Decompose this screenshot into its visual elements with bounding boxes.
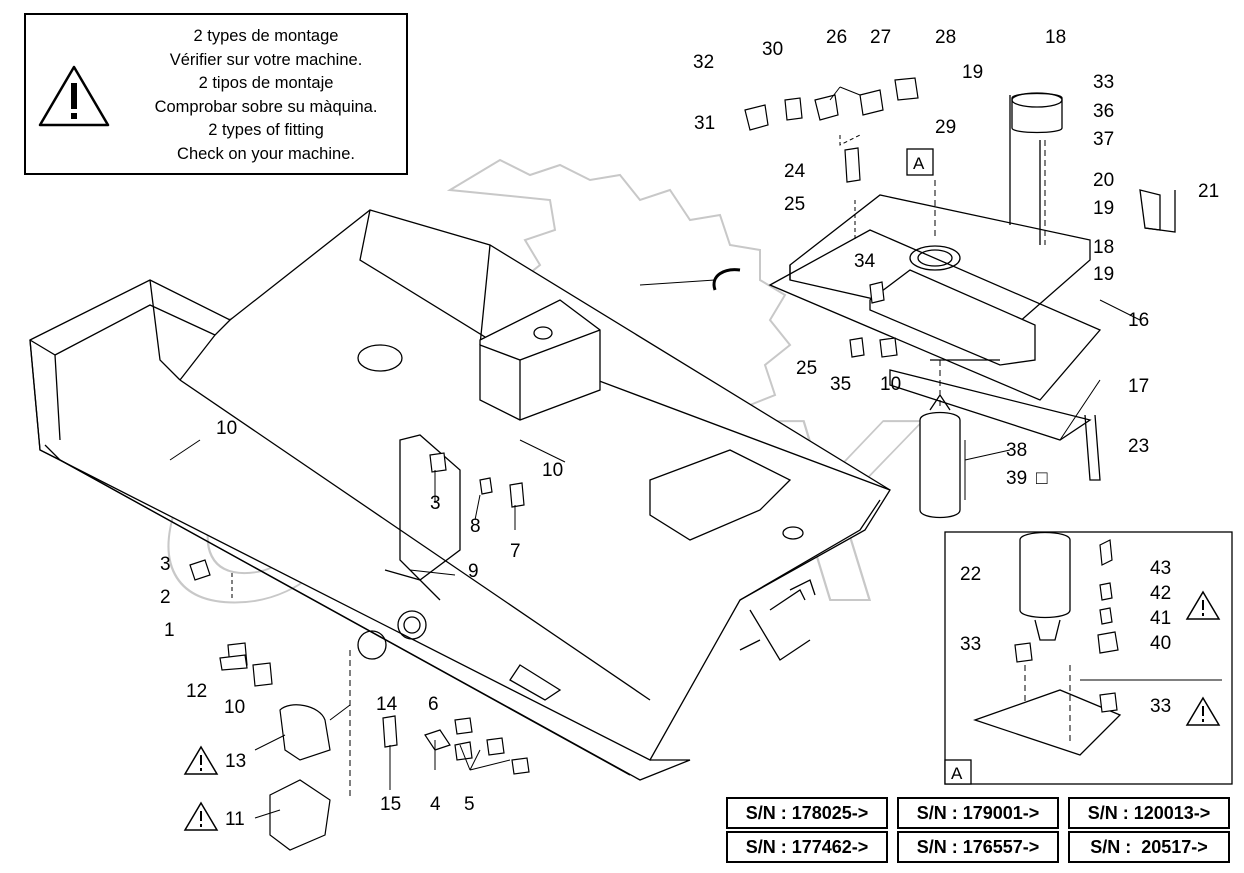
callout-10: 10	[216, 418, 237, 439]
serial-number-box: S/N : 20517->	[1068, 831, 1230, 863]
callout-40: 40	[1150, 633, 1171, 654]
callout-3: 3	[160, 554, 171, 575]
callout-10: 10	[224, 697, 245, 718]
serial-number-box: S/N : 177462->	[726, 831, 888, 863]
warning-triangle-icon	[183, 801, 219, 831]
callout-42: 42	[1150, 583, 1171, 604]
callout-1: 1	[164, 620, 175, 641]
fitting-notice-box: 2 types de montage Vérifier sur votre ma…	[24, 13, 408, 175]
callout-11: 11	[225, 809, 245, 830]
callout-33: 33	[1150, 696, 1171, 717]
callout-20: 20	[1093, 170, 1114, 191]
callout-23: 23	[1128, 436, 1149, 457]
callout-15: 15	[380, 794, 401, 815]
callout-5: 5	[464, 794, 475, 815]
warning-triangle-icon	[1185, 696, 1221, 726]
callout-19: 19	[1093, 198, 1114, 219]
callout-32: 32	[693, 52, 714, 73]
callout-24: 24	[784, 161, 806, 182]
warning-triangle-icon	[38, 65, 110, 127]
warning-triangle-icon	[1185, 590, 1221, 620]
callout-10: 10	[880, 374, 901, 395]
callout-19: 19	[962, 62, 983, 83]
notice-line: Comprobar sobre su màquina.	[154, 97, 378, 116]
callout-18: 18	[1093, 237, 1114, 258]
callout-2: 2	[160, 587, 171, 608]
callout-7: 7	[510, 541, 521, 562]
fittings	[189, 77, 1119, 851]
callout-19: 19	[1093, 264, 1114, 285]
hopper-body	[29, 209, 891, 781]
notice-line: Vérifier sur votre machine.	[169, 50, 363, 69]
detail-a-marker: A	[906, 148, 934, 176]
notice-line: 2 types of fitting	[208, 121, 324, 139]
callout-8: 8	[470, 516, 481, 537]
callout-33: 33	[1093, 72, 1114, 93]
notice-line: 2 types de montage	[193, 27, 339, 45]
callout-6: 6	[428, 694, 439, 715]
serial-number-box: S/N : 179001->	[897, 797, 1059, 829]
callout-21: 21	[1198, 181, 1219, 202]
callout-28: 28	[935, 27, 956, 48]
notice-line: 2 tipos de montaje	[198, 74, 334, 92]
callout-12: 12	[186, 681, 207, 702]
callout-31: 31	[694, 113, 715, 134]
callout-33: 33	[960, 634, 981, 655]
callout-3: 3	[430, 493, 441, 514]
callout-37: 37	[1093, 129, 1114, 150]
serial-number-box: S/N : 178025->	[726, 797, 888, 829]
inset-a-label: A	[951, 764, 963, 783]
leader-lines	[169, 86, 1141, 819]
callout-39: 39	[1006, 468, 1027, 489]
callout-13: 13	[225, 751, 246, 772]
callout-30: 30	[762, 39, 783, 60]
warning-triangle-icon	[183, 745, 219, 775]
callout-27: 27	[870, 27, 891, 48]
callout-16: 16	[1128, 310, 1149, 331]
notice-text: 2 types de montage Vérifier sur votre ma…	[126, 25, 406, 166]
callout-labels: 1 2 3 3 4 5 6 7 8 9 10 10 10 10 10 11 12…	[160, 27, 1219, 830]
detail-a-inset: A	[944, 531, 1233, 785]
callout-4: 4	[430, 794, 441, 815]
callout-43: 43	[1150, 558, 1171, 579]
callout-14: 14	[376, 694, 398, 715]
callout-38: 38	[1006, 440, 1027, 461]
notice-line: Check on your machine.	[177, 144, 355, 163]
callout-41: 41	[1150, 608, 1171, 629]
callout-10: 10	[542, 460, 563, 481]
square-marker: □	[1036, 468, 1048, 489]
warning-triangles	[183, 590, 1221, 831]
callout-29: 29	[935, 117, 956, 138]
detail-a-label: A	[913, 154, 925, 173]
callout-36: 36	[1093, 101, 1114, 122]
callout-22: 22	[960, 564, 981, 585]
serial-number-box: S/N : 176557->	[897, 831, 1059, 863]
callout-18: 18	[1045, 27, 1066, 48]
serial-number-box: S/N : 120013->	[1068, 797, 1230, 829]
callout-34: 34	[854, 251, 876, 272]
callout-25: 25	[784, 194, 805, 215]
callout-25: 25	[796, 358, 817, 379]
callout-17: 17	[1128, 376, 1149, 397]
callout-35: 35	[830, 374, 851, 395]
callout-26: 26	[826, 27, 847, 48]
callout-9: 9	[468, 561, 479, 582]
